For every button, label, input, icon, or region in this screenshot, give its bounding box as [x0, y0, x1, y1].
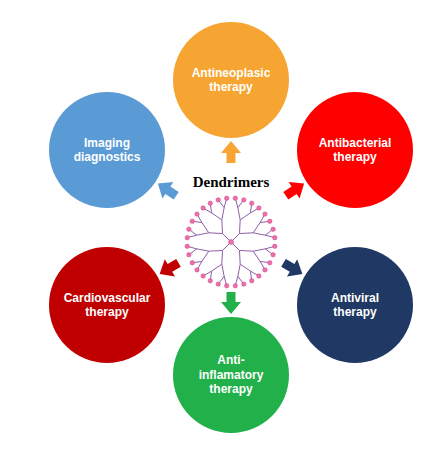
block-arrow: [221, 292, 241, 314]
application-circle: Imaging diagnostics: [49, 92, 165, 208]
block-arrow: [283, 182, 304, 200]
circle-label: Antibacterial therapy: [313, 136, 397, 165]
block-arrow: [221, 141, 241, 163]
application-circle: Cardiovascular therapy: [49, 247, 165, 363]
block-arrow: [160, 259, 181, 277]
circle-label: Cardiovascular therapy: [59, 291, 155, 320]
application-circle: Antiviral therapy: [297, 247, 413, 363]
application-circle: Antibacterial therapy: [297, 92, 413, 208]
center-label: Dendrimers: [190, 174, 273, 191]
application-circle: Antineoplasic therapy: [173, 22, 289, 138]
circle-label: Anti- inflamatory therapy: [195, 353, 267, 396]
circle-label: Imaging diagnostics: [65, 136, 149, 165]
block-arrow: [281, 259, 302, 277]
block-arrow: [158, 182, 179, 200]
circle-label: Antineoplasic therapy: [189, 66, 273, 95]
application-circle: Anti- inflamatory therapy: [173, 317, 289, 433]
circle-label: Antiviral therapy: [313, 291, 397, 320]
dendrimer-hub: Dendrimers: [173, 174, 289, 290]
